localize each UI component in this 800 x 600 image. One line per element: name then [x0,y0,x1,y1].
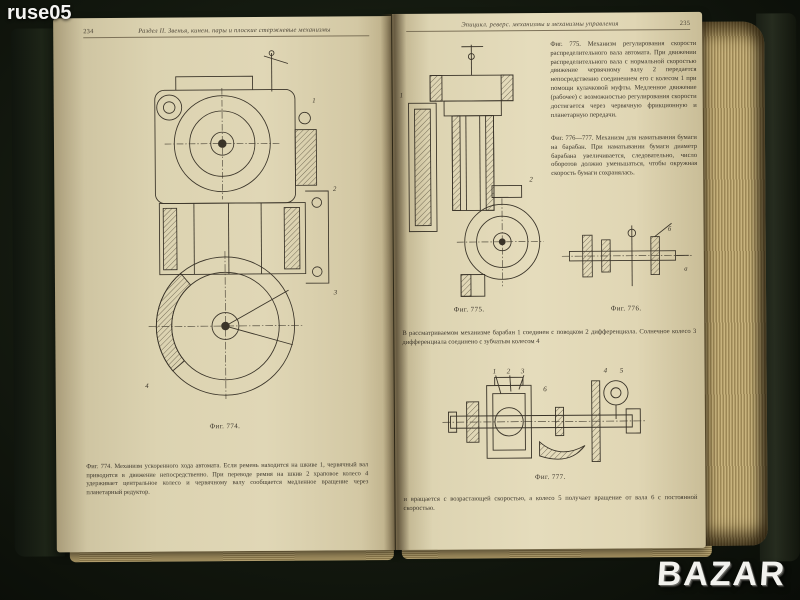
figure-774-labels: 1 2 3 4 [145,98,338,390]
figure-label: 2 [529,176,533,183]
figure-label: 6 [543,385,547,393]
figure-777: 1 2 3 6 4 5 [437,362,653,469]
text-column-fig775: Фиг. 775. Механизм регулирования скорост… [550,39,697,119]
left-page-number: 234 [83,28,94,36]
figure-label: б [668,226,672,233]
figure-776: а б [555,208,698,299]
figure-774: 1 2 3 4 [108,46,350,404]
figure-774-caption: Фиг. 774. [209,422,241,431]
figure-775-drawing: 1 2 [400,44,544,297]
right-running-header: Эпицикл. реверс. механизмы и механизмы у… [406,19,691,32]
figure-774-footnote: Фиг. 774. Механизм ускоренного хода авто… [86,461,369,496]
right-page: Эпицикл. реверс. механизмы и механизмы у… [392,11,706,551]
paragraph-differential: В рассматриваемом механизме барабан 1 со… [402,327,697,346]
figure-label: 1 [400,92,404,99]
figure-label: 3 [520,367,525,375]
figure-label: а [684,266,688,273]
figure-776-caption: Фиг. 776. [610,304,642,313]
figure-774-drawing: 1 2 3 4 [145,50,338,399]
figure-775: 1 2 [394,39,544,302]
right-header-title: Эпицикл. реверс. механизмы и механизмы у… [461,20,619,29]
text-column-fig776: Фиг. 776—777. Механизм для наматывания б… [550,133,698,178]
bazar-logo-watermark: BAZAR [655,555,788,593]
figure-label: 3 [333,290,338,297]
machine-drawing [408,44,544,297]
left-running-header: 234 Раздел II. Звенья, кинем. пары и пло… [83,26,370,39]
left-page: 234 Раздел II. Звенья, кинем. пары и пло… [53,16,395,553]
open-book: 234 Раздел II. Звенья, кинем. пары и пло… [8,5,800,570]
figure-777-labels: 1 2 3 6 4 5 [493,367,624,394]
figure-label: 2 [333,186,337,193]
right-page-number: 235 [679,19,691,28]
figure-label: 5 [620,367,624,375]
figure-label: 4 [604,367,608,375]
seller-username-watermark: ruse05 [7,2,72,24]
machine-drawing [148,50,330,399]
figure-776-drawing: а б [561,222,692,287]
figure-777-caption: Фиг. 777. [534,472,566,482]
figure-776-labels: а б [668,226,688,273]
paragraph-bottom: и вращается с возрастающей скоростью, а … [403,493,698,512]
figure-label: 1 [493,367,497,375]
shaft-drawing [561,222,692,287]
figure-label: 2 [507,367,511,375]
shaft-drawing [442,375,647,463]
figure-777-drawing: 1 2 3 6 4 5 [442,367,647,463]
figure-label: 1 [312,98,315,105]
figure-label: 4 [145,383,149,390]
figure-775-caption: Фиг. 775. [453,305,485,314]
page-fore-edge [700,21,768,546]
left-header-title: Раздел II. Звенья, кинем. пары и плоские… [138,26,331,35]
